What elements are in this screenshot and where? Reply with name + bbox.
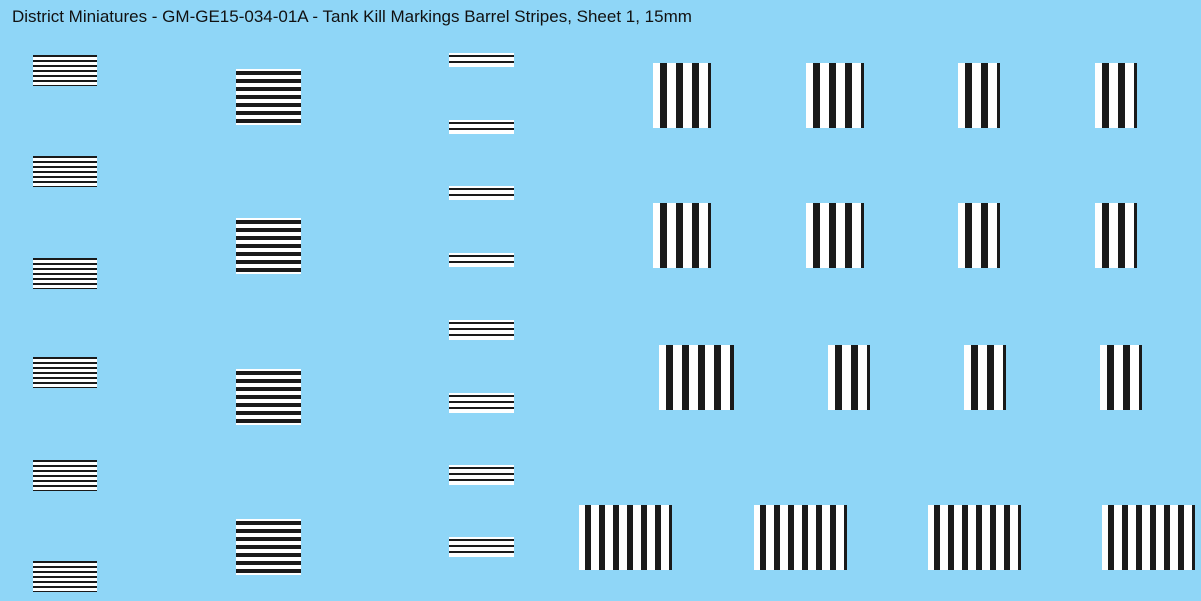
decal-vertical-5	[659, 345, 734, 410]
decal-horizontal-thin	[449, 465, 514, 485]
decal-horizontal-medium	[236, 69, 301, 125]
decal-vertical-6	[579, 505, 672, 570]
sheet-title: District Miniatures - GM-GE15-034-01A - …	[12, 7, 692, 26]
decal-horizontal-small	[33, 258, 97, 289]
decal-horizontal-small	[33, 460, 97, 491]
decal-vertical-6	[928, 505, 1021, 570]
decal-horizontal-medium	[236, 519, 301, 575]
decal-horizontal-thin	[449, 537, 514, 557]
decal-vertical-6	[1102, 505, 1195, 570]
decal-horizontal-medium	[236, 369, 301, 425]
decal-vertical-2	[828, 345, 870, 410]
decal-vertical-2	[964, 345, 1006, 410]
decal-vertical-6	[754, 505, 847, 570]
decal-vertical-2	[958, 203, 1000, 268]
decal-horizontal-thin	[449, 393, 514, 413]
decal-horizontal-small	[33, 357, 97, 388]
decal-vertical-4	[653, 203, 711, 268]
decal-horizontal-medium	[236, 218, 301, 274]
decal-horizontal-thin	[449, 320, 514, 340]
decal-vertical-2	[1095, 203, 1137, 268]
decal-horizontal-thin	[449, 120, 514, 134]
decal-horizontal-small	[33, 561, 97, 592]
decal-vertical-2	[1095, 63, 1137, 128]
decal-horizontal-small	[33, 156, 97, 187]
decal-vertical-4	[653, 63, 711, 128]
decal-vertical-2	[1100, 345, 1142, 410]
decal-horizontal-thin	[449, 186, 514, 200]
decal-horizontal-thin	[449, 253, 514, 267]
decal-vertical-4	[806, 63, 864, 128]
decal-vertical-4	[806, 203, 864, 268]
decal-horizontal-small	[33, 55, 97, 86]
decal-vertical-2	[958, 63, 1000, 128]
decal-horizontal-thin	[449, 53, 514, 67]
